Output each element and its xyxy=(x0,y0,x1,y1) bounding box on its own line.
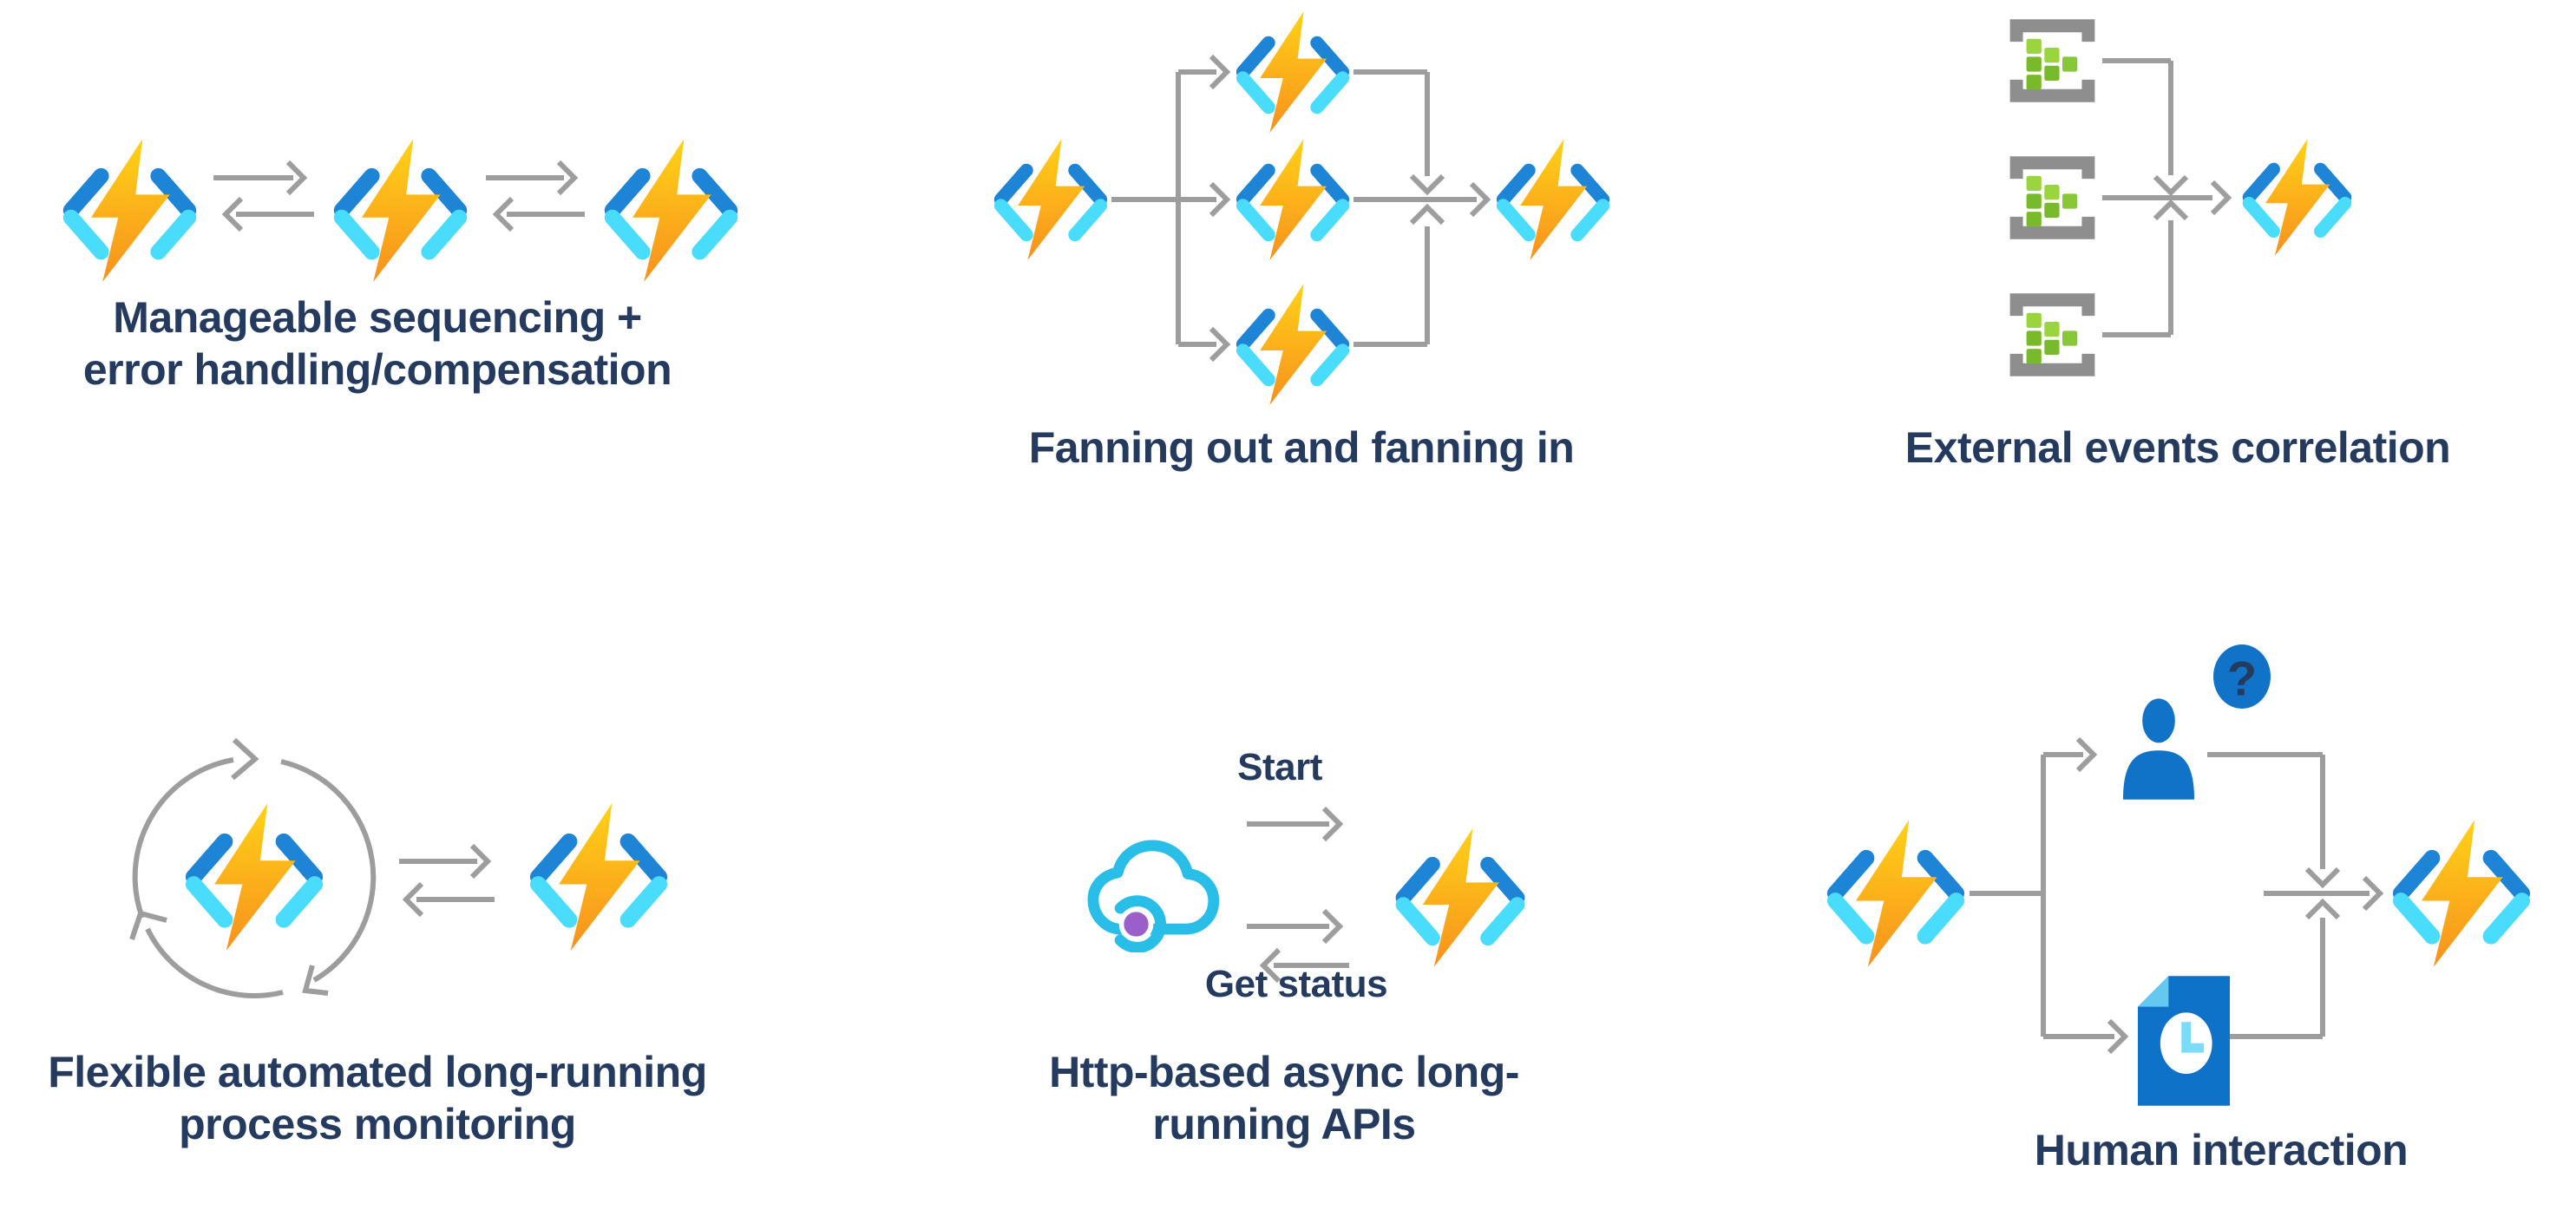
human-connectors xyxy=(1970,736,2384,1055)
fan-out-in-diagram xyxy=(989,4,1649,412)
event-connectors xyxy=(2102,58,2232,337)
azure-function-icon xyxy=(1243,11,1343,133)
azure-function-icon xyxy=(1504,139,1603,260)
external-events-diagram xyxy=(1978,9,2542,395)
back-arrow xyxy=(221,196,314,232)
status-arrow xyxy=(1259,947,1349,984)
monitoring-diagram xyxy=(129,737,729,998)
caption-line: Http-based async long- xyxy=(1049,1048,1519,1096)
get-status-arrow-label: Get status xyxy=(1204,963,1388,1005)
start-arrow xyxy=(1247,806,1344,842)
caption-line: Fanning out and fanning in xyxy=(1028,423,1575,472)
azure-function-icon xyxy=(1403,828,1517,967)
question-badge-icon: ? xyxy=(2213,644,2271,709)
azure-function-icon xyxy=(193,803,314,951)
event-source-icon xyxy=(2016,300,2088,370)
azure-function-icon xyxy=(613,139,730,282)
caption-line: Human interaction xyxy=(2034,1126,2409,1174)
panel-caption: External events correlation xyxy=(1831,422,2525,474)
caption-line: Manageable sequencing + xyxy=(113,293,642,342)
document-clock-icon xyxy=(2138,976,2230,1105)
cloud-api-icon xyxy=(1093,846,1214,948)
azure-function-icon xyxy=(342,139,459,282)
question-mark: ? xyxy=(2227,651,2257,706)
caption-line: process monitoring xyxy=(179,1100,576,1148)
forward-arrow xyxy=(213,160,308,196)
panel-caption: Manageable sequencing + error handling/c… xyxy=(35,291,720,396)
caption-line: error handling/compensation xyxy=(82,345,672,394)
forward-arrow xyxy=(399,843,492,880)
start-arrow-label: Start xyxy=(1237,746,1322,788)
azure-function-icon xyxy=(1243,139,1343,260)
azure-function-icon xyxy=(2401,820,2521,967)
sequencing-diagram xyxy=(35,113,790,317)
caption-line: running APIs xyxy=(1152,1100,1416,1148)
request-arrow xyxy=(1247,908,1344,945)
azure-function-icon xyxy=(1243,284,1343,405)
panel-caption: Flexible automated long-running process … xyxy=(26,1046,729,1150)
forward-arrow xyxy=(486,160,579,196)
azure-function-icon xyxy=(1835,820,1956,967)
panel-caption: Human interaction xyxy=(1917,1124,2525,1176)
http-async-diagram xyxy=(1076,806,1579,984)
azure-function-icon xyxy=(2249,139,2345,256)
panel-caption: Http-based async long- running APIs xyxy=(980,1046,1588,1150)
back-arrow xyxy=(402,881,495,918)
person-icon xyxy=(2122,698,2195,800)
event-source-icon xyxy=(2016,26,2088,96)
azure-function-icon xyxy=(71,139,188,282)
panel-caption: Fanning out and fanning in xyxy=(954,422,1649,474)
human-interaction-diagram: ? xyxy=(1787,644,2568,1128)
azure-function-icon xyxy=(1001,139,1101,260)
fan-connectors xyxy=(1111,54,1491,363)
event-source-icon xyxy=(2016,163,2088,233)
caption-line: Flexible automated long-running xyxy=(48,1048,707,1096)
back-arrow xyxy=(492,196,585,232)
cycle-arrows-icon xyxy=(129,737,377,998)
azure-function-icon xyxy=(538,803,659,951)
caption-line: External events correlation xyxy=(1904,423,2451,472)
